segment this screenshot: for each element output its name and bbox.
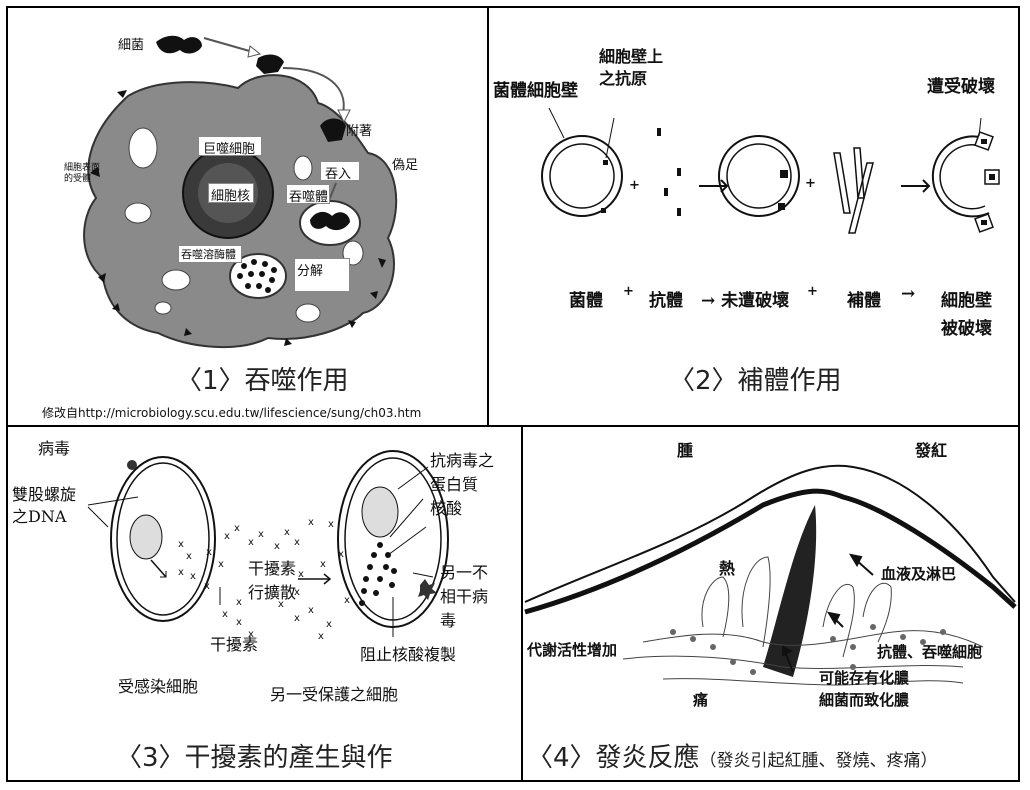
svg-text:x: x — [284, 527, 290, 538]
svg-text:x: x — [274, 541, 280, 552]
other-virus-label-3: 毒 — [440, 611, 457, 630]
complement-label: 補體 — [847, 291, 881, 311]
svg-text:x: x — [234, 523, 240, 534]
svg-text:x: x — [328, 519, 334, 530]
digest-label: 分解 — [294, 258, 350, 292]
ifn-spread-label-1: 干擾素 — [248, 559, 297, 578]
panel3-caption: 〈3〉干擾素的產生與作 — [116, 743, 393, 773]
redness-label: 發紅 — [915, 441, 948, 460]
svg-text:x: x — [248, 629, 254, 640]
panel-inflammation: 腫 發紅 熱 血液及淋巴 代謝活性增加 抗體、吞噬細胞 可能存有化膿 細菌而致化… — [523, 427, 1018, 780]
pus-label-1: 可能存有化膿 — [819, 669, 910, 687]
antiviral-label-2: 蛋白質 — [430, 475, 479, 494]
not-destroyed-label: → 未遭破壞 — [701, 291, 790, 311]
swelling-label: 腫 — [677, 441, 694, 460]
svg-text:x: x — [222, 609, 228, 620]
cell-wall-label: 菌體細胞壁 — [493, 81, 578, 101]
panel1-source: 修改自http://microbiology.scu.edu.tw/lifesc… — [42, 406, 422, 420]
dna-label-1: 雙股螺旋 — [12, 485, 77, 504]
svg-text:x: x — [344, 595, 350, 606]
blood-lymph-label: 血液及淋巴 — [881, 565, 957, 583]
panel-phagocytosis: 細菌 巨噬細胞 附著 偽足 吞入 細胞核 吞噬體 細胞表面的受體 吞噬溶酶體 分… — [8, 8, 487, 425]
complement-illustration — [541, 107, 1000, 234]
nucleus-label: 細胞核 — [208, 183, 254, 204]
nucleic-label: 核酸 — [430, 499, 463, 518]
svg-text:x: x — [236, 597, 242, 608]
figure-frame — [6, 6, 1020, 782]
antigen-label: 細胞壁上之抗原 — [599, 47, 664, 88]
metabolism-label: 代謝活性增加 — [527, 641, 618, 659]
antibody-label: 抗體 — [649, 291, 683, 311]
svg-text:x: x — [204, 581, 210, 592]
pus-label-2: 細菌而致化膿 — [819, 691, 910, 709]
plus-4: + — [807, 284, 818, 299]
panel4-caption-sub: （發炎引起紅腫、發燒、疼痛） — [699, 751, 938, 771]
phagosome-label: 吞噬體 — [286, 184, 330, 205]
arrow-label: → — [901, 284, 916, 304]
svg-text:x: x — [294, 613, 300, 624]
svg-text:x: x — [178, 567, 184, 578]
antibody-phagocyte-label: 抗體、吞噬細胞 — [877, 643, 983, 661]
svg-text:x: x — [278, 599, 284, 610]
wall-destroyed-label-1: 細胞壁 — [941, 291, 992, 311]
svg-text:x: x — [218, 559, 224, 570]
panel-complement: 菌體細胞壁 細胞壁上之抗原 遭受破壞 + + 菌體 + 抗體 → 未遭破壞 + … — [489, 8, 1018, 425]
svg-text:x: x — [294, 587, 300, 598]
svg-text:x: x — [248, 537, 254, 548]
svg-text:x: x — [190, 571, 196, 582]
heat-label: 熱 — [719, 559, 736, 578]
plus-1: + — [629, 178, 640, 193]
panel1-caption: 〈1〉吞噬作用 — [176, 366, 349, 396]
ifn-spread-label-2: 行擴散 — [248, 583, 297, 602]
engulf-label: 吞入 — [320, 161, 360, 182]
svg-text:x: x — [318, 631, 324, 642]
svg-text:x: x — [320, 559, 326, 570]
svg-text:x: x — [338, 549, 344, 560]
pain-label: 痛 — [693, 691, 709, 709]
bacteria-label: 細菌 — [118, 38, 145, 53]
svg-text:x: x — [308, 517, 314, 528]
divider-top-vertical — [487, 6, 489, 426]
receptor-label: 細胞表面的受體 — [64, 163, 101, 184]
dna-label-2: 之DNA — [12, 507, 67, 526]
panel4-caption: 〈4〉發炎反應（發炎引起紅腫、發燒、疼痛） — [527, 737, 938, 774]
svg-text:x: x — [308, 605, 314, 616]
divider-middle-horizontal — [6, 425, 1020, 427]
other-virus-label-1: 另一不 — [440, 563, 489, 582]
interferon-illustration: xxx xxx xxx xxx xxx xxx xxx xxx xxx xxx — [87, 450, 449, 642]
svg-text:x: x — [224, 531, 230, 542]
bacteria-label-2: 菌體 — [569, 291, 603, 311]
svg-text:x: x — [294, 537, 300, 548]
attach-label: 附著 — [346, 124, 373, 139]
protected-cell-label: 另一受保護之細胞 — [270, 685, 399, 704]
plus-2: + — [805, 176, 816, 191]
other-virus-label-2: 相干病 — [440, 587, 489, 606]
phagolysosome-label: 吞噬溶酶體 — [178, 245, 242, 263]
interferon-label: 干擾素 — [210, 635, 259, 654]
inflammation-illustration — [524, 464, 1017, 686]
antiviral-label-1: 抗病毒之 — [430, 451, 495, 470]
virus-label: 病毒 — [38, 439, 71, 458]
panel2-caption: 〈2〉補體作用 — [669, 366, 842, 396]
block-label: 阻止核酸複製 — [360, 645, 457, 664]
svg-text:x: x — [258, 529, 264, 540]
svg-text:x: x — [178, 539, 184, 550]
wall-destroyed-label-2: 被破壞 — [941, 319, 992, 339]
svg-text:x: x — [206, 547, 212, 558]
plus-3: + — [623, 284, 634, 299]
panel4-caption-main: 〈4〉發炎反應 — [527, 743, 700, 773]
divider-bottom-vertical — [521, 425, 523, 782]
pseudopod-label: 偽足 — [392, 158, 419, 173]
macrophage-label: 巨噬細胞 — [198, 136, 262, 157]
svg-text:x: x — [326, 619, 332, 630]
svg-text:x: x — [236, 617, 242, 628]
svg-text:x: x — [298, 569, 304, 580]
infected-cell-label: 受感染細胞 — [118, 677, 199, 696]
destroyed-label: 遭受破壞 — [927, 77, 995, 97]
svg-text:x: x — [186, 551, 192, 562]
